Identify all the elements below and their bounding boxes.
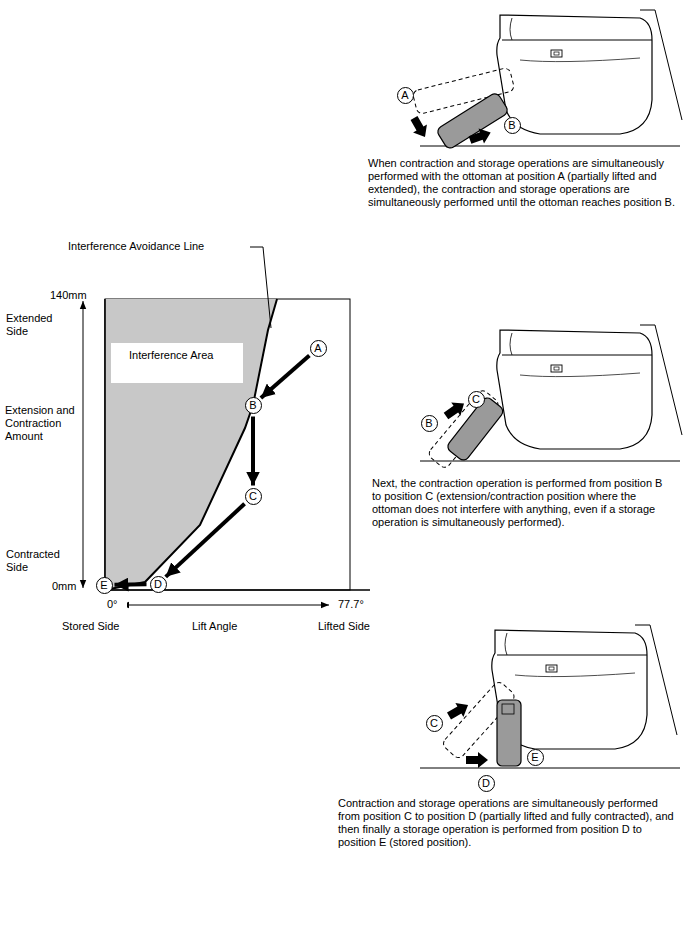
position-circle: B — [245, 397, 262, 414]
node-text: E — [531, 752, 538, 763]
position-circle: C — [245, 488, 262, 505]
axis-label: 0mm — [52, 580, 92, 593]
seat-illustration-2 — [420, 325, 682, 470]
node-text: B — [249, 400, 256, 411]
caption-note: Next, the contraction operation is perfo… — [372, 477, 672, 529]
position-circle: B — [504, 117, 521, 134]
axis-label: Contracted Side — [6, 548, 76, 574]
node-text: D — [154, 579, 162, 590]
seat-illustration-3 — [420, 625, 680, 768]
position-circle: D — [150, 576, 167, 593]
position-circle: A — [310, 340, 327, 357]
position-circle: B — [421, 415, 438, 432]
position-circle: D — [478, 775, 495, 792]
transition-arrow — [251, 417, 255, 486]
position-circle: E — [96, 577, 113, 594]
axis-label: Extended Side — [6, 312, 66, 338]
axis-label: Lifted Side — [318, 620, 388, 633]
node-text: D — [482, 778, 490, 789]
axis-label: Stored Side — [62, 620, 132, 633]
axis-label: Extension and Contraction Amount — [5, 404, 75, 443]
node-text: C — [472, 394, 480, 405]
node-text: A — [314, 343, 321, 354]
axis-label: 140mm — [50, 289, 100, 302]
axis-label: Interference Avoidance Line — [68, 240, 248, 253]
seat-illustration-1 — [407, 10, 682, 150]
node-text: C — [430, 718, 438, 729]
node-text: B — [425, 418, 432, 429]
chart-frame — [83, 247, 370, 605]
caption-note: Contraction and storage operations are s… — [338, 797, 680, 849]
position-circle: E — [527, 749, 544, 766]
position-circle: A — [397, 87, 414, 104]
axis-label: Lift Angle — [192, 620, 262, 633]
position-circle: C — [426, 715, 443, 732]
transition-arrow — [261, 356, 309, 398]
node-text: B — [508, 120, 515, 131]
position-circle: C — [468, 391, 485, 408]
region-label-box: Interference Area — [111, 343, 243, 383]
transition-arrow — [114, 582, 146, 587]
node-text: E — [100, 580, 107, 591]
caption-note: When contraction and storage operations … — [368, 157, 678, 209]
node-text: C — [249, 491, 257, 502]
node-text: A — [401, 90, 408, 101]
node-text: Interference Area — [129, 349, 213, 361]
axis-label: 77.7° — [338, 598, 378, 611]
transition-arrow — [166, 504, 245, 577]
axis-label: 0° — [107, 598, 127, 611]
